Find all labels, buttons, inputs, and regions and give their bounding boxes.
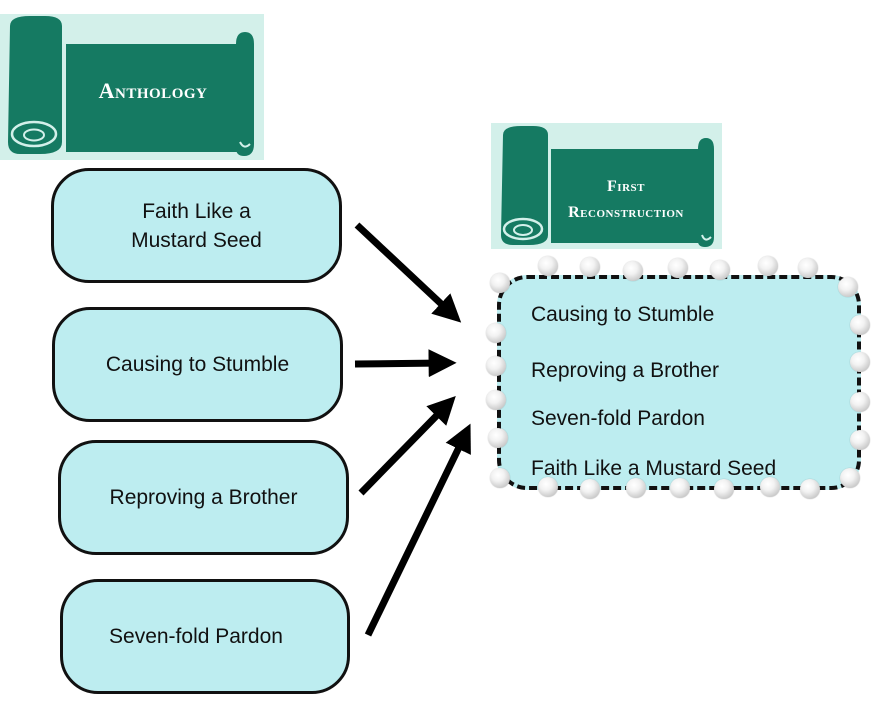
pearl-icon <box>490 468 510 488</box>
source-box-reproving-a-brother: Reproving a Brother <box>58 440 349 555</box>
pearl-icon <box>798 258 818 278</box>
anthology-banner: Anthology <box>0 14 264 160</box>
pearl-icon <box>758 256 778 276</box>
pearl-icon <box>488 428 508 448</box>
source-box-label: Seven-fold Pardon <box>109 625 283 648</box>
pearl-icon <box>486 356 506 376</box>
target-item: Causing to Stumble <box>531 303 715 326</box>
pearl-icon <box>668 258 688 278</box>
arrow-seven-fold-pardon <box>364 423 471 637</box>
arrow-causing-to-stumble <box>354 349 457 378</box>
first-reconstruction-banner: First Reconstruction <box>491 123 722 249</box>
pearl-icon <box>840 468 860 488</box>
source-box-faith-like-a-mustard-seed: Faith Like a Mustard Seed <box>51 168 342 283</box>
source-box-label: Reproving a Brother <box>109 486 298 509</box>
arrow-reproving-a-brother <box>358 395 456 496</box>
pearl-icon <box>580 257 600 277</box>
pearl-icon <box>850 392 870 412</box>
source-box-label-line1: Faith Like a <box>142 199 251 223</box>
pearl-icon <box>538 256 558 276</box>
pearl-icon <box>850 352 870 372</box>
arrow-faith-like-a-mustard-seed <box>354 222 462 323</box>
pearl-icon <box>838 277 858 297</box>
pearl-icon <box>626 478 646 498</box>
pearl-icon <box>486 390 506 410</box>
pearl-icon <box>580 479 600 499</box>
pearl-icon <box>800 479 820 499</box>
source-box-label-line2: Mustard Seed <box>131 228 262 252</box>
pearl-icon <box>490 273 510 293</box>
pearl-icon <box>850 430 870 450</box>
pearl-icon <box>670 478 690 498</box>
first-reconstruction-title-line2: Reconstruction <box>568 204 684 221</box>
pearl-icon <box>486 323 506 343</box>
anthology-title: Anthology <box>98 78 208 103</box>
first-reconstruction-title-line1: First <box>607 178 645 195</box>
pearl-icon <box>714 479 734 499</box>
pearl-icon <box>760 477 780 497</box>
first-reconstruction-box: Causing to Stumble Reproving a Brother S… <box>497 275 861 490</box>
pearl-icon <box>710 260 730 280</box>
target-item: Reproving a Brother <box>531 359 719 382</box>
pearl-icon <box>850 315 870 335</box>
scroll-icon <box>501 126 714 247</box>
pearl-icon <box>623 261 643 281</box>
source-box-seven-fold-pardon: Seven-fold Pardon <box>60 579 350 694</box>
source-box-label: Causing to Stumble <box>105 353 290 376</box>
target-item: Seven-fold Pardon <box>531 407 705 430</box>
scroll-icon <box>8 16 254 156</box>
target-item: Faith Like a Mustard Seed <box>531 457 777 480</box>
pearl-icon <box>538 477 558 497</box>
source-box-causing-to-stumble: Causing to Stumble <box>52 307 343 422</box>
